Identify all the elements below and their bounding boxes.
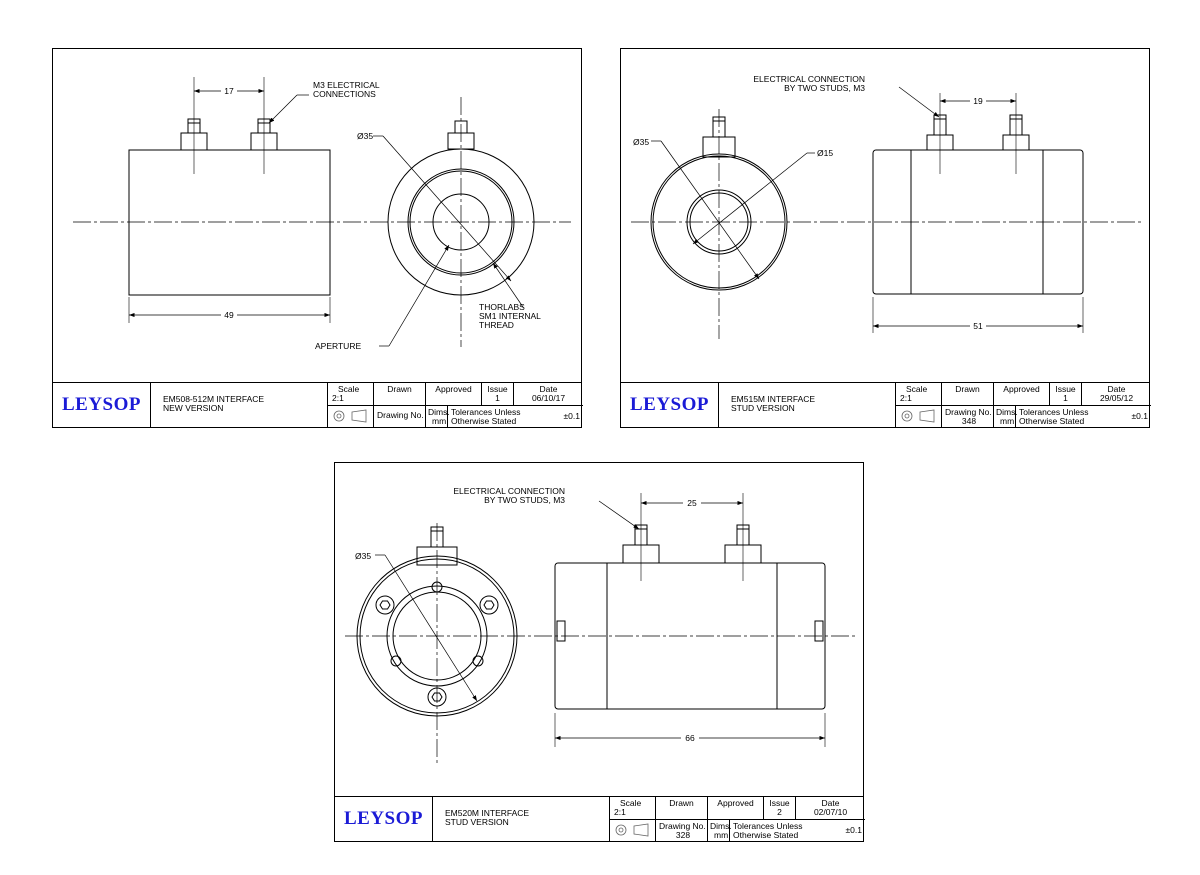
side-view-em515 (872, 114, 1084, 295)
drawing-no-cell: Drawing No.328 (655, 819, 707, 841)
dim-19-label: 19 (973, 96, 983, 106)
dia-35-label: Ø35 (357, 131, 373, 141)
technical-drawing-em515: Ø35 Ø15 19 51 (631, 86, 1141, 339)
dim-49-label: 49 (224, 310, 234, 320)
drawn-cell: Drawn (941, 383, 993, 405)
dims-cell: Dims.mm (425, 405, 450, 427)
projection-icon (333, 409, 367, 423)
drawing-no-cell: Drawing No. (373, 405, 425, 427)
drawing-no-cell: Drawing No.348 (941, 405, 993, 427)
end-view-em520 (356, 526, 518, 717)
end-view-em508 (387, 120, 535, 296)
technical-drawing-em508: 17 49 Ø35 (73, 77, 571, 347)
dim-66-label: 66 (685, 733, 695, 743)
dia-15-label: Ø15 (817, 148, 833, 158)
note-aperture: APERTURE (315, 341, 362, 351)
projection-symbol-cell (895, 405, 941, 427)
dim-17-label: 17 (224, 86, 234, 96)
dia-35-label: Ø35 (355, 551, 371, 561)
dim-25-label: 25 (687, 498, 697, 508)
projection-icon (615, 823, 649, 837)
end-view-em515 (650, 116, 788, 291)
technical-drawing-em520: Ø35 25 66 (345, 493, 855, 763)
drawn-cell: Drawn (373, 383, 425, 405)
dim-51-label: 51 (973, 321, 983, 331)
company-logo: LEYSOP (629, 394, 710, 415)
side-view-em520 (554, 524, 826, 710)
approved-cell: Approved (707, 797, 763, 819)
dia-35-label: Ø35 (633, 137, 649, 147)
projection-symbol-cell (327, 405, 373, 427)
company-logo: LEYSOP (61, 394, 142, 415)
approved-cell: Approved (425, 383, 481, 405)
projection-symbol-cell (609, 819, 655, 841)
drawn-cell: Drawn (655, 797, 707, 819)
projection-icon (901, 409, 935, 423)
approved-cell: Approved (993, 383, 1049, 405)
company-logo: LEYSOP (343, 808, 424, 829)
dims-cell: Dims.mm (707, 819, 732, 841)
dims-cell: Dims.mm (993, 405, 1018, 427)
